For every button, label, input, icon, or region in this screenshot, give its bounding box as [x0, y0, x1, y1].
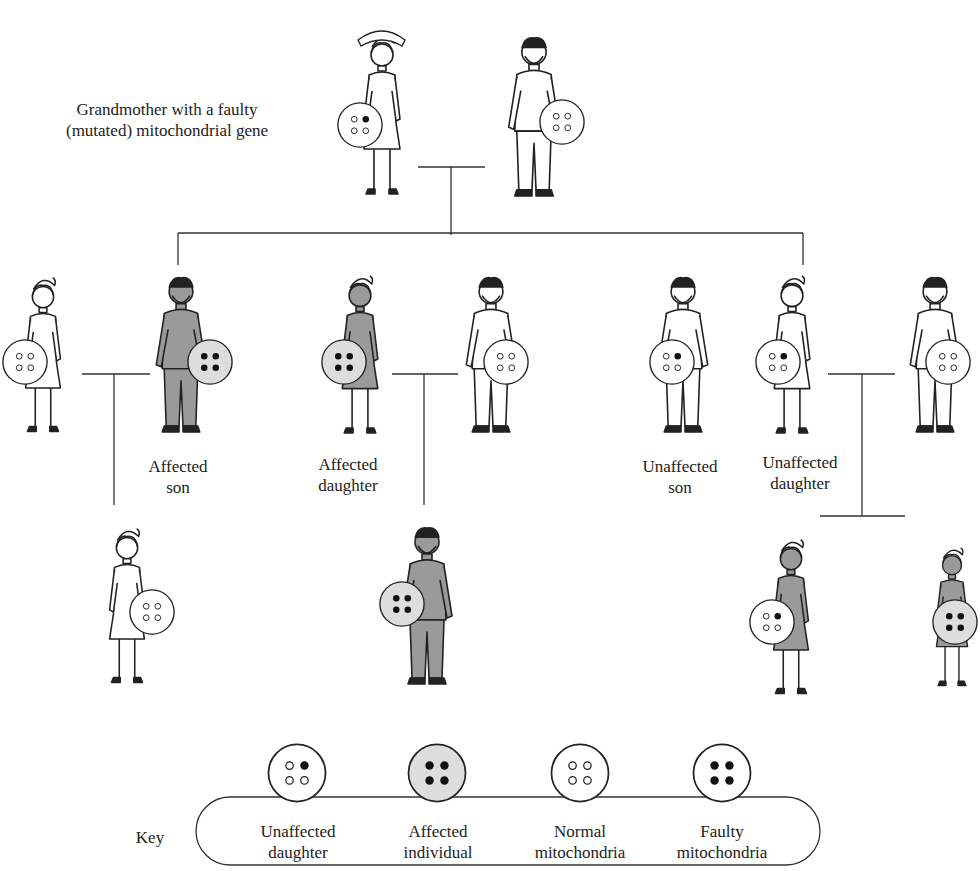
key-heading: Key — [120, 827, 180, 848]
caption-label: Grandmother with a faulty (mutated) mito… — [47, 99, 287, 141]
figure-label: Affected son — [138, 456, 218, 498]
legend-label: Faulty mitochondria — [666, 821, 778, 863]
legend-label: Affected individual — [382, 821, 494, 863]
figure-label: Unaffected son — [633, 456, 728, 498]
figure-label: Unaffected daughter — [745, 452, 855, 494]
legend-label: Unaffected daughter — [242, 821, 354, 863]
legend-label: Normal mitochondria — [524, 821, 636, 863]
figure-label: Affected daughter — [298, 454, 398, 496]
